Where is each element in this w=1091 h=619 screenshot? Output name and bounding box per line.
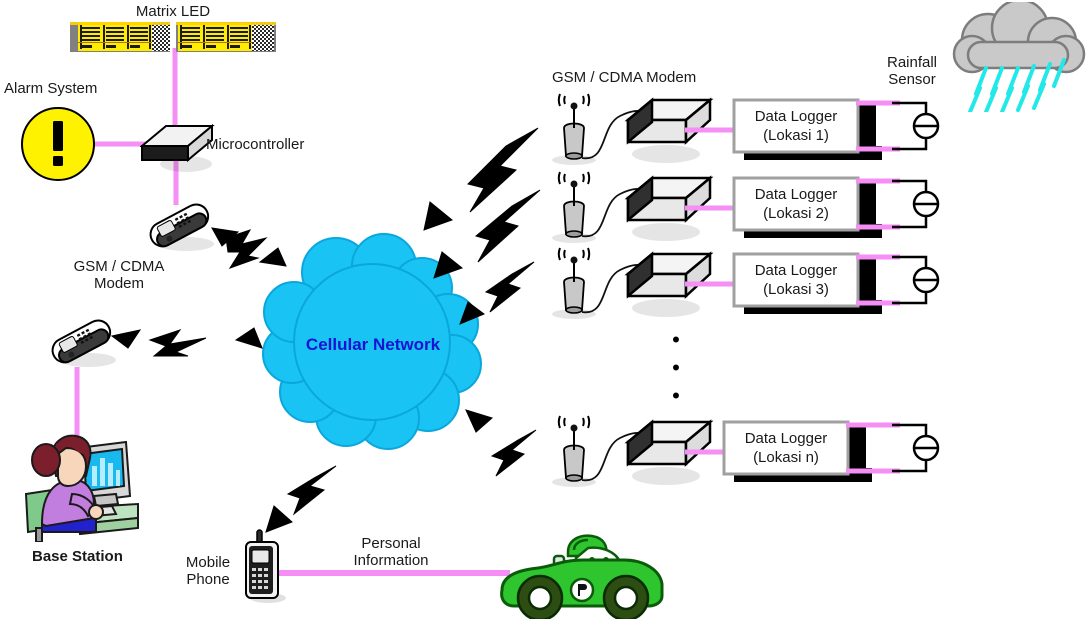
antenna-tower-icon [552,171,596,243]
modem-box-icon [624,419,714,485]
ellipsis-dot-2: • [672,355,680,380]
logger-row-3: Data Logger (Lokasi 3) [548,246,968,330]
antenna-tower-icon [552,93,596,165]
rain-gauge-sensor-icon [892,101,940,151]
logger-line2-n: (Lokasi n) [753,449,819,466]
alarm-system-label: Alarm System [4,80,98,97]
alarm-circle-icon[interactable] [20,106,96,182]
lightning-bolt-arrow-icon-1 [423,127,539,231]
cellular-network-cloud-icon[interactable]: Cellular Network [262,232,484,454]
logger-line2-2: (Lokasi 2) [763,205,829,222]
microcontroller-label: Microcontroller [206,136,305,153]
rain-gauge-sensor-icon [892,423,940,473]
lightning-bolt-arrow-icon-3 [459,261,535,325]
gsm-modem-right-label: GSM / CDMA Modem [552,69,697,86]
ellipsis-dot-3: • [672,383,680,408]
matrix-led-label: Matrix LED [135,3,211,20]
vertical-ellipsis: • • • [666,326,686,410]
logger-line1-1: Data Logger [755,108,838,125]
logger-line1-3: Data Logger [755,262,838,279]
cellphone-icon-basestation[interactable] [44,312,124,370]
cellphone-icon-top[interactable] [142,196,222,254]
rain-gauge-sensor-icon [892,179,940,229]
rain-gauge-sensor-icon [892,255,940,305]
logger-line1-2: Data Logger [755,186,838,203]
mobile-phone-icon[interactable] [238,526,290,606]
logger-line2-3: (Lokasi 3) [763,281,829,298]
microcontroller-box-icon[interactable] [140,118,218,174]
lightning-bolt-arrow-icon-2 [433,189,541,279]
antenna-tower-icon [552,415,596,487]
matrix-led-panel-icon [70,22,278,52]
modem-box-icon [624,97,714,163]
rain-cloud-icon [944,2,1090,112]
base-station-label: Base Station [32,548,123,565]
logger-row-1: Data Logger (Lokasi 1) [548,92,968,176]
logger-line1-n: Data Logger [745,430,828,447]
lightning-bolt-arrow-icon-mobile [265,465,337,533]
ellipsis-dot-1: • [672,327,680,352]
logger-row-2: Data Logger (Lokasi 2) [548,170,968,254]
green-car-icon [492,532,670,619]
logger-line2-1: (Lokasi 1) [763,127,829,144]
lightning-bolt-arrow-icon-top-phone [211,227,287,269]
cellular-network-text: Cellular Network [306,335,441,354]
operator-at-computer-icon [20,432,146,542]
antenna-tower-icon [552,247,596,319]
lightning-bolt-arrow-icon-4 [465,409,537,477]
lightning-bolt-arrow-icon-base-phone [110,327,263,357]
logger-row-n: Data Logger (Lokasi n) [548,414,968,498]
